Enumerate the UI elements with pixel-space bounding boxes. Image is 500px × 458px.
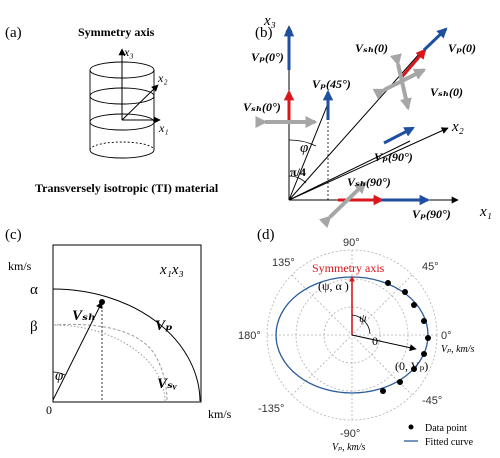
d-symmetry-label: Symmetry axis (312, 261, 385, 275)
c-origin: 0 (46, 403, 52, 417)
panel-b-letter: (b) (255, 25, 273, 41)
label-vp0-b: Vₚ(0) (448, 41, 476, 55)
tick-180: 180° (238, 330, 261, 342)
a-axis-x1: x₁ (158, 121, 169, 135)
c-vp: Vₚ (155, 318, 172, 334)
label-vsh90: Vₛₕ(90°) (347, 175, 391, 189)
label-vsh0-b: Vₛₕ(0) (355, 41, 388, 55)
vp-curve (52, 288, 201, 402)
zero-ray (351, 334, 417, 352)
label-vp90: Vₚ(90°) (412, 207, 451, 221)
tick-minus-135: -135° (258, 403, 284, 415)
panel-d: (d) Symmetry axis (ψ, α ) ψ 0 (238, 227, 475, 453)
sh-cross-2 (390, 53, 412, 111)
c-vsv: Vₛᵥ (157, 376, 177, 392)
c-point (99, 299, 105, 305)
c-plane: x₁x₃ (159, 262, 184, 278)
c-x-unit: km/s (208, 407, 232, 421)
vsh90-polarization (318, 181, 367, 228)
phi-arc (288, 139, 317, 147)
c-y-unit: km/s (8, 259, 32, 273)
psi-arc (351, 314, 371, 335)
legend-point: Data point (425, 423, 467, 434)
panel-a: (a) Symmetry axis x₃ x₂ x₁ Transversely … (5, 25, 219, 195)
a-axis-x2: x₂ (157, 71, 168, 85)
data-points (380, 280, 431, 394)
tick-45: 45° (422, 261, 439, 273)
tick-minus-90: -90° (340, 428, 360, 440)
c-phi-arc (52, 371, 66, 376)
ti-caption: Transversely isotropic (TI) material (35, 181, 219, 195)
unit-right: Vₚ, km/s (441, 344, 475, 355)
tick-0: 0° (441, 330, 452, 342)
d-psi: ψ (359, 311, 367, 325)
legend-curve: Fitted curve (425, 437, 474, 448)
c-phi: φ (55, 368, 63, 384)
b-axis-x1: x₁ (479, 204, 492, 220)
label-pi4: π/4 (290, 165, 306, 179)
vsv-curve (52, 323, 168, 402)
panel-c: (c) km/s km/s x₁x₃ α β Vₛₕ Vₚ Vₛᵥ φ 0 (5, 227, 232, 421)
d-zero-vp: (0, Vₚ) (395, 359, 428, 373)
a-axis-x3: x₃ (123, 45, 134, 59)
d-zero-angle: 0 (372, 334, 378, 348)
symmetry-axis-label: Symmetry axis (78, 25, 155, 39)
c-vsh: Vₛₕ (72, 308, 96, 324)
label-vp45: Vₚ(45°) (312, 77, 351, 91)
c-ray (52, 301, 103, 401)
b-axis-x3: x₃ (263, 13, 276, 29)
c-alpha: α (30, 282, 38, 298)
panel-d-letter: (d) (257, 227, 275, 243)
legend: Data point Fitted curve (404, 423, 474, 448)
panel-b: (b) x₃ x₂ x₁ V (243, 13, 492, 228)
label-vp90-b: Vₚ(90°) (374, 150, 413, 164)
c-beta: β (30, 319, 38, 335)
vp0b-arrow (422, 27, 448, 52)
label-vp0: Vₚ(0°) (251, 50, 284, 64)
vp90b-arrow (383, 126, 415, 145)
label-vsh0-c: Vₛₕ(0) (430, 85, 463, 99)
d-psi-alpha: (ψ, α ) (318, 279, 349, 293)
panel-a-letter: (a) (5, 25, 22, 41)
label-phi-b: φ (300, 140, 308, 156)
unit-bottom: Vₚ, km/s (332, 442, 366, 453)
label-vsh0: Vₛₕ(0°) (243, 100, 281, 114)
b-axis-x2: x₂ (451, 119, 464, 135)
tick-135: 135° (272, 257, 295, 269)
vsh-curve (52, 324, 166, 402)
wave-vectors (255, 25, 448, 228)
tick-minus-45: -45° (422, 395, 442, 407)
panel-a-axes (118, 48, 161, 124)
pi4-arc (288, 175, 307, 184)
legend-point-marker (408, 424, 414, 430)
tick-90: 90° (343, 237, 360, 249)
panel-c-letter: (c) (5, 227, 22, 243)
c-frame (52, 244, 202, 403)
